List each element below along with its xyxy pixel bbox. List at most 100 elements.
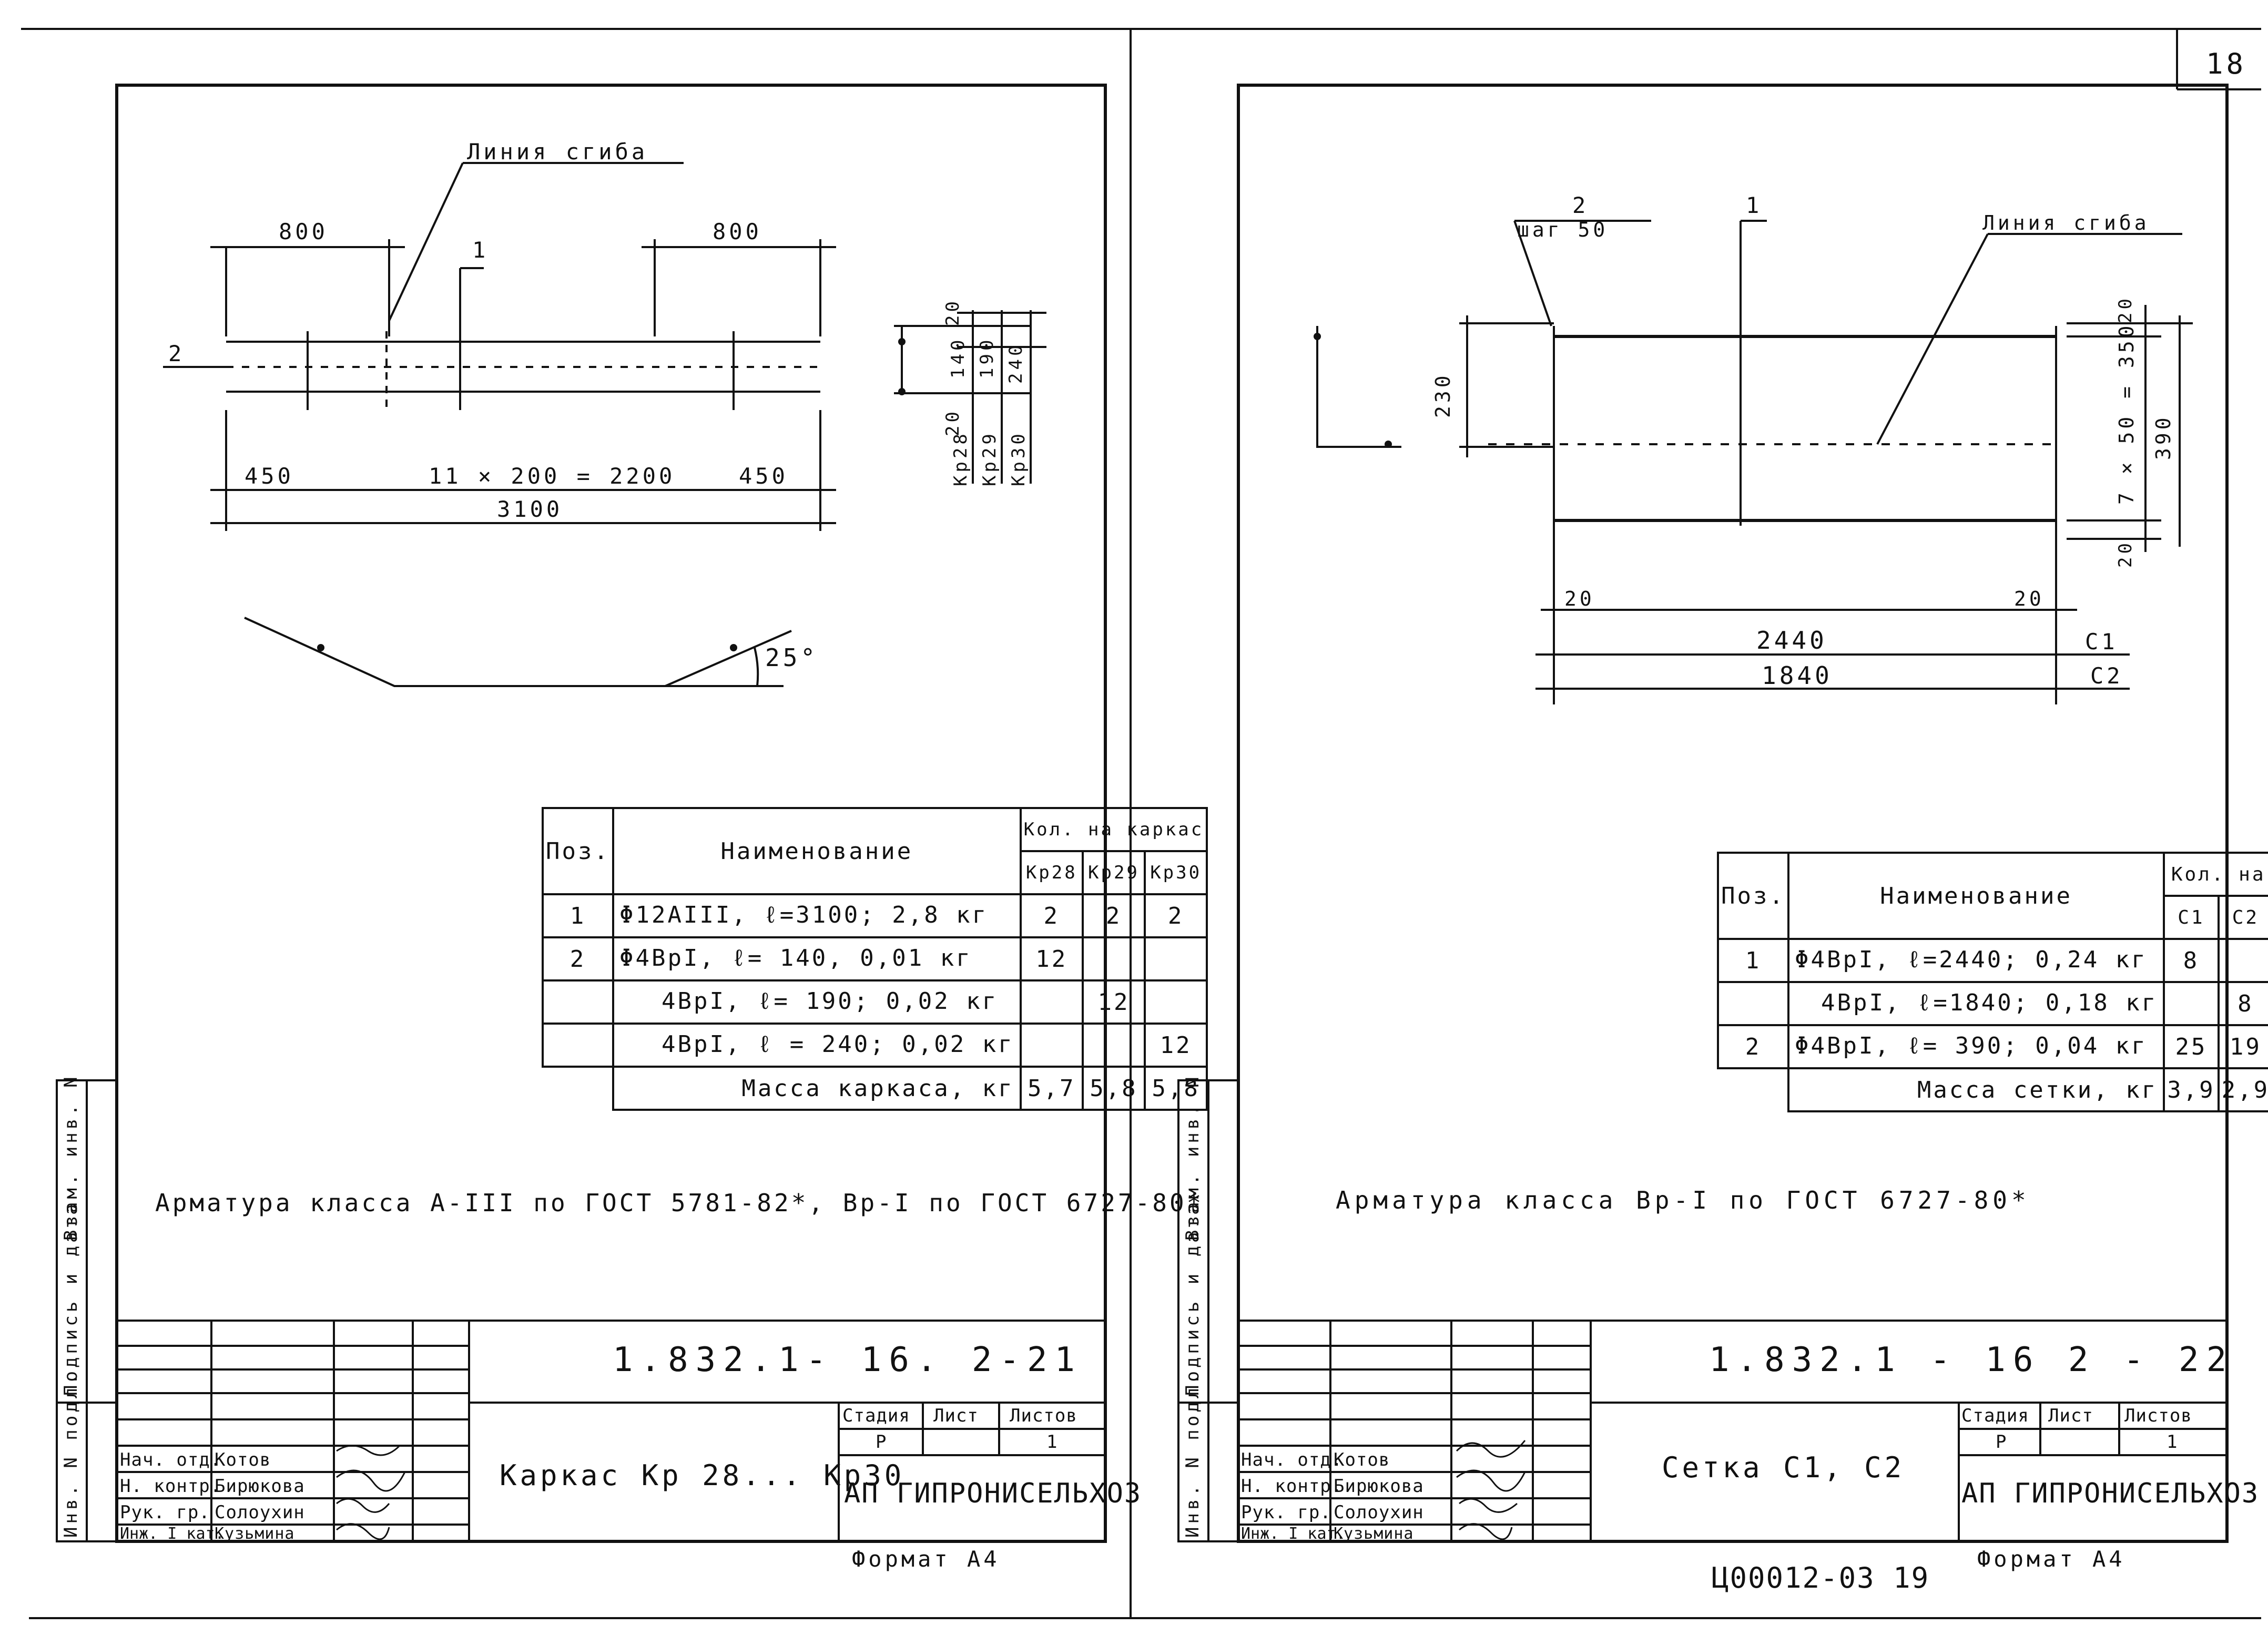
table-row: 1 Φ12AIII, ℓ=3100; 2,8 кг 2 2 2	[542, 893, 1208, 938]
cell-total: 5,8	[1081, 1066, 1146, 1111]
right-c1-label: C1	[2085, 629, 2118, 655]
cell-name: Φ4BpI, ℓ= 140, 0,01 кг	[612, 936, 1022, 982]
cell-pos	[1717, 981, 1789, 1026]
left-doc-title: Каркас Кр 28... Кр30	[500, 1459, 905, 1492]
left-role-2: Рук. гр.	[120, 1502, 210, 1523]
table-row: 1 Φ4BpI, ℓ=2440; 0,24 кг 8	[1717, 938, 2268, 983]
cell-qty	[1081, 1023, 1146, 1068]
right-dim-1840: 1840	[1762, 661, 1833, 690]
right-dim-20-left: 20	[1564, 587, 1595, 610]
left-pos1: 1	[472, 237, 489, 263]
archive-code: Ц00012-03 19	[1712, 1561, 1930, 1594]
spec-header-pos: Поз.	[1717, 852, 1789, 940]
spec-col-kr29: Кр29	[1081, 850, 1146, 895]
right-format: Формат A4	[1977, 1546, 2125, 1572]
left-dim-800-left: 800	[279, 219, 328, 244]
table-row: 4BpI, ℓ=1840; 0,18 кг 8	[1717, 981, 2268, 1026]
spec-header-qty: Кол. на	[2163, 852, 2268, 897]
right-step: шаг 50	[1517, 218, 1609, 241]
cell-qty	[1144, 936, 1208, 982]
cell-name: Φ12AIII, ℓ=3100; 2,8 кг	[612, 893, 1022, 938]
cell-qty	[2163, 981, 2220, 1026]
cell-qty: 2	[1144, 893, 1208, 938]
cell-pos: 1	[542, 893, 614, 938]
cell-pos: 1	[1717, 938, 1789, 983]
right-role-1: Н. контр.	[1241, 1476, 1343, 1497]
right-spec-table: Поз. Наименование Кол. на C1 C2 1 Φ4BpI,…	[1717, 852, 2268, 1112]
left-dim-800-right: 800	[713, 219, 762, 244]
cell-name: 4BpI, ℓ=1840; 0,18 кг	[1787, 981, 2165, 1026]
left-angle: 25°	[765, 643, 819, 672]
left-org: АП ГИПРОНИСЕЛЬХОЗ	[844, 1478, 1142, 1509]
cell-qty	[2217, 938, 2268, 983]
table-row: 4BpI, ℓ = 240; 0,02 кг 12	[542, 1023, 1208, 1068]
table-row: 2 Φ4BpI, ℓ= 390; 0,04 кг 25 19	[1717, 1024, 2268, 1069]
spec-header-qty: Кол. на каркас	[1019, 807, 1208, 852]
total-label: Масса сетки, кг	[1787, 1067, 2165, 1112]
right-pos2: 2	[1572, 192, 1589, 218]
right-stage-header: Стадия	[1961, 1405, 2029, 1426]
left-role-0: Нач. отд.	[120, 1449, 222, 1470]
spec-header-name: Наименование	[1787, 852, 2165, 940]
spec-header-pos: Поз.	[542, 807, 614, 895]
cell-qty: 12	[1081, 979, 1146, 1025]
cell-pos: 2	[542, 936, 614, 982]
spec-col-c1: C1	[2163, 895, 2220, 940]
cell-qty	[1019, 979, 1084, 1025]
cell-qty: 12	[1019, 936, 1084, 982]
cell-total: 5,8	[1144, 1066, 1208, 1111]
right-role-2: Рук. гр.	[1241, 1502, 1331, 1523]
left-sheets-header: Листов	[1010, 1405, 1077, 1426]
left-dim-total: 3100	[497, 496, 563, 522]
cell-name: 4BpI, ℓ= 190; 0,02 кг	[612, 979, 1022, 1025]
right-sheets-header: Листов	[2124, 1405, 2192, 1426]
right-name-2: Солоухин	[1334, 1502, 1424, 1523]
right-note: Арматура класса Bp-I по ГОСТ 6727-80*	[1336, 1186, 2030, 1214]
spec-header-name: Наименование	[612, 807, 1022, 895]
right-org: АП ГИПРОНИСЕЛЬХОЗ	[1961, 1478, 2260, 1509]
left-dim-450-right: 450	[739, 463, 788, 489]
cell-qty	[1081, 936, 1146, 982]
spec-col-kr28: Кр28	[1019, 850, 1084, 895]
cell-name: Φ4BpI, ℓ= 390; 0,04 кг	[1787, 1024, 2165, 1069]
left-spec-table: Поз. Наименование Кол. на каркас Кр28 Кр…	[542, 807, 1208, 1111]
left-bend-label: Линия сгиба	[467, 139, 648, 165]
cell-qty: 12	[1144, 1023, 1208, 1068]
left-name-0: Котов	[215, 1449, 271, 1470]
cell-qty: 2	[1019, 893, 1084, 938]
right-dim-2440: 2440	[1756, 626, 1827, 655]
cell-name: 4BpI, ℓ = 240; 0,02 кг	[612, 1023, 1022, 1068]
left-role-1: Н. контр.	[120, 1476, 222, 1497]
cell-qty: 8	[2163, 938, 2220, 983]
right-stage-value: Р	[1996, 1432, 2010, 1453]
left-stage-header: Стадия	[842, 1405, 910, 1426]
cell-qty	[1019, 1023, 1084, 1068]
cell-total: 3,9	[2163, 1067, 2220, 1112]
right-c2-label: C2	[2090, 663, 2123, 689]
right-sheet-header: Лист	[2048, 1405, 2093, 1426]
cell-qty: 25	[2163, 1024, 2220, 1069]
left-doc-code: 1.832.1- 16. 2-21	[613, 1341, 1083, 1379]
right-pos1: 1	[1746, 192, 1763, 218]
right-doc-code: 1.832.1 - 16 2 - 22	[1709, 1341, 2234, 1379]
right-doc-title: Сетка C1, C2	[1662, 1451, 1905, 1484]
cell-qty: 19	[2217, 1024, 2268, 1069]
table-row-total: Масса сетки, кг 3,9 2,9	[1718, 1067, 2268, 1112]
total-label: Масса каркаса, кг	[612, 1066, 1022, 1111]
cell-pos	[542, 1023, 614, 1068]
cell-qty: 8	[2217, 981, 2268, 1026]
right-name-3: Кузьмина	[1334, 1525, 1414, 1543]
left-sheet-header: Лист	[933, 1405, 979, 1426]
left-name-3: Кузьмина	[215, 1525, 295, 1543]
left-stage-value: Р	[876, 1432, 890, 1453]
table-row: 4BpI, ℓ= 190; 0,02 кг 12	[542, 979, 1208, 1025]
left-pos2: 2	[168, 341, 185, 366]
cell-total: 2,9	[2217, 1067, 2268, 1112]
cell-qty	[1144, 979, 1208, 1025]
left-note: Арматура класса A-III по ГОСТ 5781-82*, …	[155, 1189, 1204, 1217]
right-name-1: Бирюкова	[1334, 1476, 1424, 1497]
spec-col-kr30: Кр30	[1144, 850, 1208, 895]
